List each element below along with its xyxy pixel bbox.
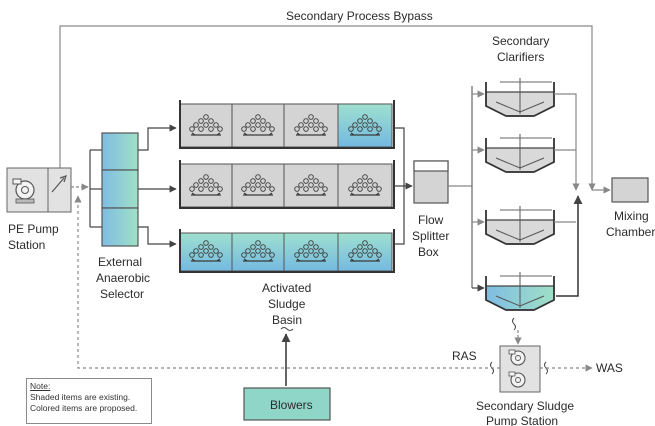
basin-row-2 [179, 160, 395, 209]
diffuser-icon [241, 240, 275, 262]
sludge-pump-station [499, 345, 541, 393]
pump-icon [508, 371, 526, 388]
splitter-label-3: Box [418, 245, 439, 259]
anaerobic-selector [89, 132, 139, 247]
sludge-pump-label-1: Secondary Sludge [476, 399, 574, 413]
clarifier-icon [485, 78, 555, 117]
diffuser-icon [294, 114, 328, 136]
clarifier-icon [485, 206, 555, 245]
pump-icon [508, 349, 526, 366]
clarifier-icon [485, 272, 555, 311]
selector-label-3: Selector [100, 287, 144, 301]
pe-pump-label-2: Station [8, 238, 45, 252]
selector-label-1: External [98, 255, 142, 269]
flow-splitter-box [413, 160, 449, 204]
note-line-2: Colored items are proposed. [30, 403, 138, 413]
legend-note: Note: Shaded items are existing. Colored… [26, 378, 152, 424]
splitter-label-2: Splitter [412, 229, 449, 243]
diffuser-icon [348, 114, 382, 136]
blowers-label: Blowers [270, 398, 313, 412]
basin-label-2: Sludge [268, 297, 306, 311]
basin-label-3: Basin [272, 313, 302, 327]
pump-icon [12, 178, 35, 204]
was-label: WAS [596, 361, 623, 375]
bypass-line [59, 25, 596, 191]
clarifiers-label-1: Secondary [492, 34, 549, 48]
diffuser-icon [348, 240, 382, 262]
note-line-1: Shaded items are existing. [30, 392, 131, 402]
mixing-label-2: Chamber [606, 225, 655, 239]
selector-label-2: Anaerobic [96, 271, 150, 285]
ras-label: RAS [452, 349, 477, 363]
clarifier-icon [485, 134, 555, 173]
diffuser-icon [241, 114, 275, 136]
diffuser-icon [189, 114, 223, 136]
mixing-label-1: Mixing [614, 209, 649, 223]
pe-pump-label-1: PE Pump [8, 222, 59, 236]
clarifiers-label-2: Clarifiers [497, 50, 544, 64]
blowers-box [243, 387, 331, 421]
mixing-chamber [611, 177, 649, 203]
pe-pump-station [6, 167, 72, 213]
basin-row-3 [179, 229, 395, 273]
diffuser-icon [294, 174, 328, 196]
secondary-clarifiers [485, 78, 555, 311]
bypass-label: Secondary Process Bypass [286, 9, 433, 23]
diffuser-icon [294, 240, 328, 262]
diffuser-icon [348, 174, 382, 196]
diffuser-icon [241, 174, 275, 196]
sludge-pump-label-2: Pump Station [486, 414, 558, 426]
note-title: Note: [30, 381, 51, 391]
diffuser-icon [189, 174, 223, 196]
diffuser-icon [189, 240, 223, 262]
basin-label-1: Activated [262, 281, 311, 295]
splitter-label-1: Flow [418, 213, 444, 227]
check-valve-icon [51, 175, 67, 193]
diffuser-icons [189, 114, 382, 262]
basin-row-1 [179, 100, 395, 149]
